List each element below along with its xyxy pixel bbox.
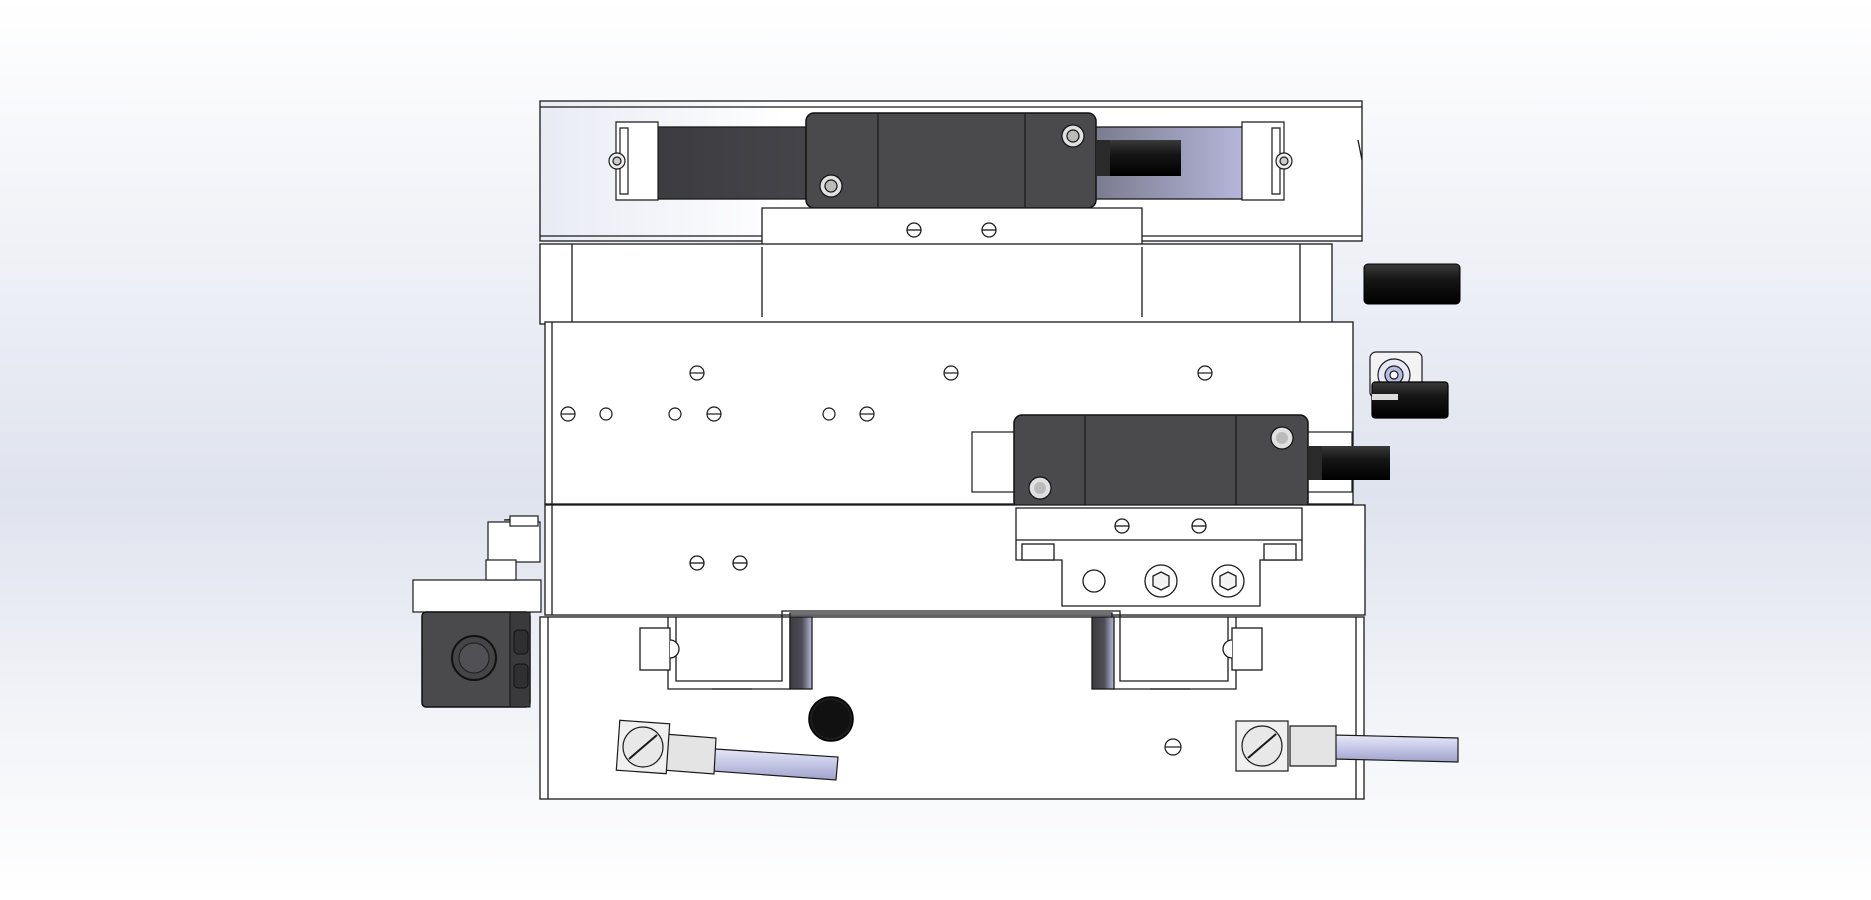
lower-sensor-bracket: [1015, 507, 1303, 607]
right-end-bracket: [1241, 121, 1293, 201]
right-tube-fitting: [1235, 720, 1459, 772]
left-connector: [421, 611, 531, 708]
left-tube-fitting: [615, 719, 839, 781]
left-side-bracket: [412, 515, 542, 613]
bottom-channel: [639, 610, 1263, 690]
left-end-bracket: [608, 121, 659, 201]
top-sensor: [805, 112, 1181, 209]
right-side-fitting: [1369, 351, 1449, 419]
side-sensor: [1013, 414, 1390, 511]
bottom-hole: [1164, 738, 1182, 756]
second-plate: [539, 243, 1333, 325]
bottom-black-plug: [808, 696, 854, 742]
sensor-screw-icon: [819, 124, 1085, 198]
side-black-cable-top: [1363, 263, 1461, 305]
middle-plate-holes: [560, 365, 1213, 422]
